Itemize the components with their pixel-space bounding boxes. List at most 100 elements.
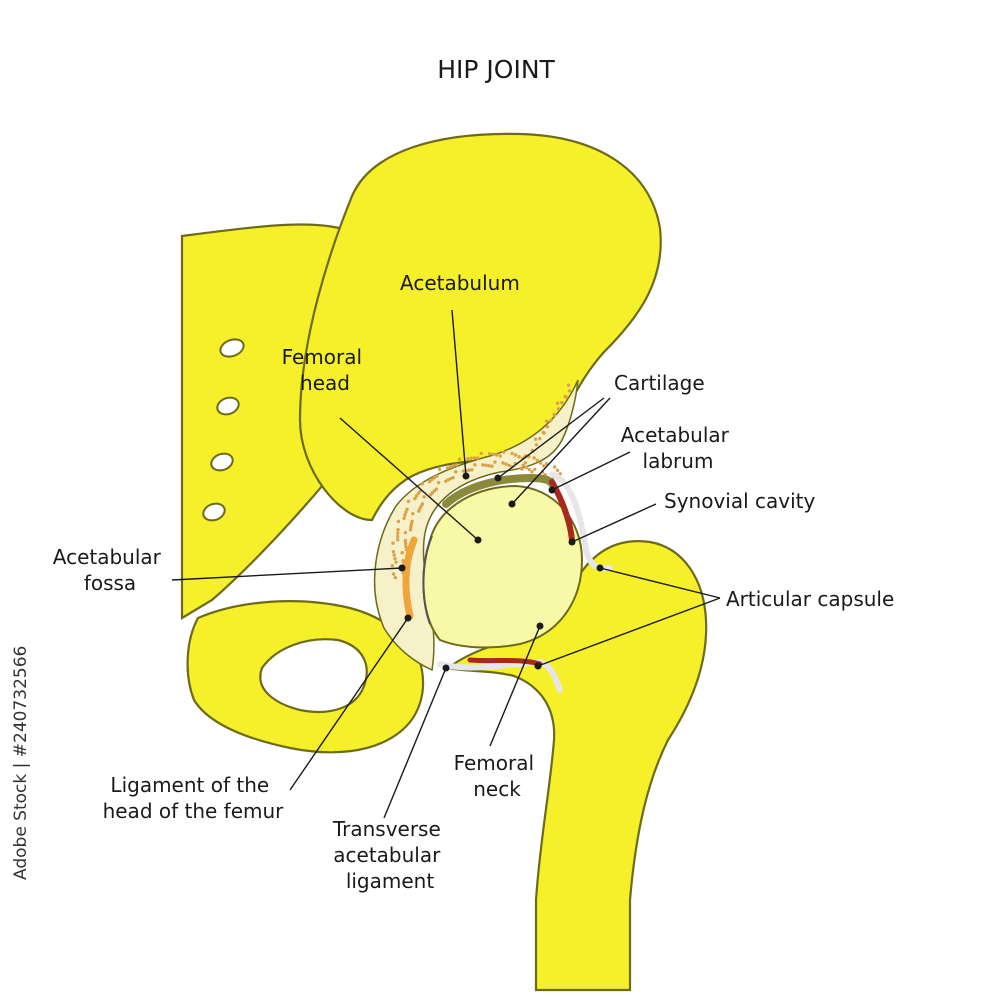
spongy-dot (420, 482, 425, 486)
dot-cartilage-2 (508, 500, 516, 508)
spongy-dot (434, 487, 439, 491)
label-synovial-cavity: Synovial cavity (664, 489, 815, 513)
spongy-dot (517, 455, 521, 459)
spongy-dot (476, 456, 480, 460)
pubis-ischium (186, 600, 425, 754)
spongy-dot (396, 538, 400, 542)
spongy-dot (538, 436, 542, 441)
spongy-dot (422, 495, 426, 499)
spongy-dot (391, 541, 395, 545)
spongy-dot (414, 494, 419, 498)
spongy-dot (392, 553, 396, 557)
spongy-dot (404, 544, 408, 549)
sacral-foramen (210, 452, 234, 472)
spongy-dot (552, 412, 556, 417)
leader-acetabular-fossa (171, 567, 403, 581)
spongy-dot (519, 466, 523, 471)
spongy-dot (530, 470, 534, 474)
articular-cartilage (442, 473, 556, 508)
dot-ligament-head-femur (404, 614, 412, 622)
dot-femoral-head (474, 536, 482, 544)
spongy-dot (469, 456, 473, 461)
label-femoral-neck-line: Femoral (454, 751, 534, 775)
spongy-dot (390, 563, 394, 568)
leader-cartilage-1 (497, 397, 605, 479)
spongy-dot (524, 465, 528, 470)
femur (422, 484, 708, 992)
spongy-dot (538, 461, 543, 465)
leader-ligament-head-femur (289, 617, 409, 791)
label-femoral-head-line: head (300, 371, 350, 395)
spongy-dot (532, 456, 536, 460)
spongy-dot (527, 467, 531, 472)
label-femoral-head-line: Femoral (282, 345, 362, 369)
spongy-dot (409, 522, 414, 526)
spongy-dot (454, 463, 459, 467)
spongy-dot (535, 458, 540, 463)
diagram-title: HIP JOINT (437, 55, 555, 84)
label-transverse-line: acetabular (333, 843, 441, 867)
spongy-dot (541, 464, 546, 468)
ligament-head-of-femur (422, 535, 433, 625)
spongy-dot (467, 468, 471, 472)
spongy-dot (567, 389, 572, 393)
label-acetabular-fossa: Acetabular fossa (53, 545, 168, 595)
spongy-dot (494, 453, 499, 457)
dot-acetabular-fossa (398, 564, 406, 572)
spongy-dot (461, 469, 466, 473)
spongy-dot (413, 496, 417, 501)
acetabular-labrum-lower (467, 657, 543, 667)
spongy-dot (408, 528, 413, 532)
spongy-dot (544, 419, 549, 423)
spongy-dot (445, 466, 450, 470)
spongy-dot (493, 460, 497, 464)
spongy-dot (491, 452, 495, 456)
spongy-dot (396, 531, 400, 535)
acetabular-fossa-fat (402, 536, 418, 620)
spongy-dot (472, 456, 477, 460)
spongy-dot (556, 407, 561, 411)
dot-acetabular-labrum (548, 486, 556, 494)
spongy-dot (479, 451, 483, 456)
spongy-dot (427, 479, 432, 484)
spongy-dot (552, 465, 557, 469)
femoral-head (422, 484, 584, 649)
leader-acetabulum (451, 309, 467, 477)
spongy-dot (395, 534, 400, 539)
spongy-dot (437, 467, 442, 472)
spongy-dot (523, 461, 528, 465)
spongy-dot (405, 507, 409, 511)
dot-cartilage-1 (494, 474, 502, 482)
spongy-dot (393, 575, 398, 580)
leader-acetabular-labrum (551, 451, 631, 491)
spongy-dot (451, 475, 455, 480)
label-femoral-neck: Femoral neck (454, 751, 541, 801)
spongy-dot (457, 457, 462, 461)
label-cartilage: Cartilage (614, 371, 705, 395)
spongy-dot (498, 454, 502, 458)
leader-femoral-neck (489, 625, 541, 747)
spongy-dot (403, 513, 407, 517)
dot-synovial-cavity (568, 538, 576, 546)
label-ligament-head-femur: Ligament of the head of the femur (103, 773, 285, 823)
label-acetabulum: Acetabulum (400, 271, 520, 295)
pelvis-bone (180, 132, 662, 754)
spongy-dot (513, 453, 518, 457)
spongy-dot (400, 551, 404, 555)
spongy-dot (411, 512, 415, 516)
dot-acetabulum (462, 472, 470, 480)
spongy-dot (409, 525, 413, 529)
spongy-dot (451, 464, 456, 468)
spongy-dot (403, 538, 408, 543)
dot-articular-capsule-1 (596, 564, 604, 572)
label-ligament-head-femur-line: Ligament of the (110, 773, 269, 797)
spongy-dot (555, 468, 560, 473)
label-acetabular-labrum-line: labrum (643, 449, 714, 473)
leader-articular-capsule-1 (599, 567, 721, 599)
spongy-dot (501, 461, 505, 465)
leader-articular-capsule-2 (537, 597, 721, 667)
spongy-dot (507, 463, 511, 468)
spongy-dot (406, 499, 411, 504)
sacral-foramen (219, 338, 245, 358)
